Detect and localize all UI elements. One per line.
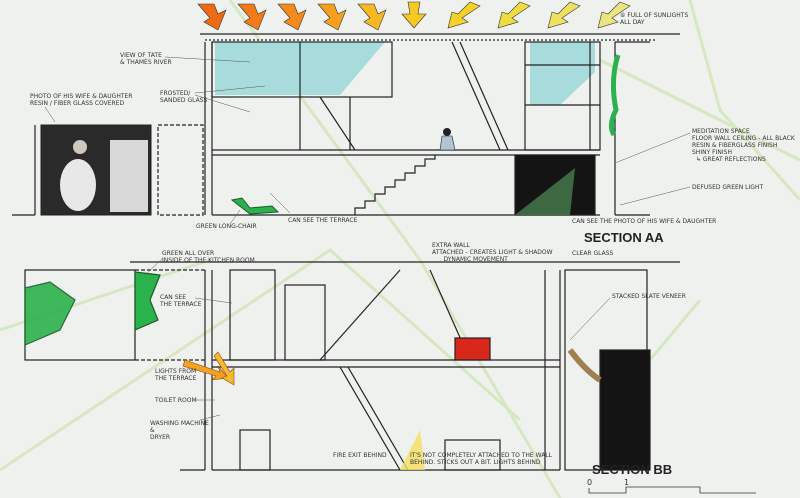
sunlight-note: ⑥ FULL OF SUNLIGHTS ALL DAY: [620, 12, 688, 26]
frosted-glass-note: FROSTED/ SANDED GLASS: [160, 90, 208, 104]
seated-person: [439, 128, 456, 151]
sunlight-note-text: FULL OF SUNLIGHTS ALL DAY: [620, 12, 689, 26]
slate-note: STACKED SLATE VENEER: [612, 293, 686, 300]
green-long-chair: [230, 197, 280, 215]
toilet-note: TOILET ROOM: [155, 397, 197, 404]
chair-note: GREEN LONG-CHAIR: [196, 223, 257, 230]
scale-tick-0: 0: [587, 478, 593, 487]
view-note: VIEW OF TATE & THAMES RIVER: [120, 52, 172, 66]
extra-wall-note: EXTRA WALL ATTACHED - CREATES LIGHT & SH…: [432, 242, 553, 263]
scale-tick-1: 1: [624, 478, 630, 487]
meditation-note: MEDITATION SPACE FLOOR WALL CEILING - AL…: [692, 128, 795, 163]
photo-note: PHOTO OF HIS WIFE & DAUGHTER RESIN / FIB…: [30, 93, 133, 107]
leader-lines: [44, 56, 691, 421]
section-bb-title: SECTION BB: [592, 462, 673, 477]
washing-note: WASHING MACHINE & DRYER: [150, 420, 209, 441]
diffused-light-note: DEFUSED GREEN LIGHT: [692, 184, 764, 191]
see-photo-note: CAN SEE THE PHOTO OF HIS WIFE & DAUGHTER: [572, 218, 717, 225]
fire-exit-note: FIRE EXIT BEHIND: [333, 452, 387, 459]
terrace-note: CAN SEE THE TERRACE: [288, 217, 358, 224]
glass-panel: [530, 42, 595, 105]
not-attached-note: IT'S NOT COMPLETELY ATTACHED TO THE WALL…: [410, 452, 552, 466]
photo-wife-daughter: [40, 124, 152, 216]
bb-terrace-note: CAN SEE THE TERRACE: [160, 294, 202, 308]
terrace-lights-note: LIGHTS FROM THE TERRACE: [155, 368, 197, 382]
sunlight-arrows: [197, 1, 631, 31]
clear-glass-note: CLEAR GLASS: [572, 250, 614, 257]
terrace-light-arrows: [182, 351, 235, 386]
green-kitchen-note: GREEN ALL OVER INSIDE OF THE KITCHEN ROO…: [162, 250, 255, 264]
section-aa-title: SECTION AA: [584, 230, 664, 245]
sunlight-number-icon: ⑥: [620, 12, 626, 19]
section-aa-drawing: [12, 33, 680, 216]
section-bb-drawing: [24, 261, 680, 471]
